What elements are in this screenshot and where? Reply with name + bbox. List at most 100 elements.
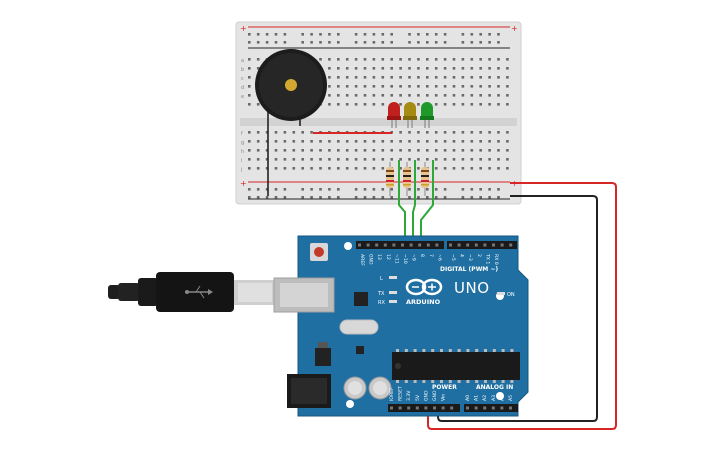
header-pin[interactable] [366,243,370,247]
arduino-uno-board[interactable]: L TX RX ON UNO ARDUINO DIGITAL (PWM ~) P… [273,235,529,417]
header-pin[interactable] [407,406,411,410]
header-pin[interactable] [457,243,461,247]
row-letter: g [241,140,244,146]
header-pin[interactable] [483,243,487,247]
piezo-buzzer[interactable] [255,49,327,121]
led-tx-label: TX [377,291,385,297]
power-label: POWER [432,384,457,391]
crystal-oscillator [339,319,379,335]
digital-pin-label: 8 [419,254,425,257]
header-pin[interactable] [383,243,387,247]
green-wire-2[interactable] [412,160,416,244]
breadboard-holes [248,33,509,199]
header-pin[interactable] [466,243,470,247]
atmega-chip [392,349,520,383]
analog-pin-label: A1 [474,395,480,401]
analog-pin-label: A2 [482,395,488,401]
header-pin[interactable] [441,406,445,410]
header-pin[interactable] [401,243,404,247]
usb-icon [185,285,213,299]
header-pin[interactable] [375,243,379,247]
header-pin[interactable] [426,243,430,247]
header-pin[interactable] [449,243,452,247]
green-wire-3[interactable] [420,160,434,244]
digital-pin-label: GND [368,254,374,265]
power-pin-label: GND [432,390,438,401]
digital-pin-label: TX 1 [484,253,490,264]
analog-in-label: ANALOG IN [476,384,513,391]
rail-plus-bottom: + [240,179,247,188]
header-pin[interactable] [424,406,428,410]
header-pin[interactable] [358,243,361,247]
header-pin[interactable] [483,406,487,410]
led-l-label: L [380,276,383,282]
header-pin[interactable] [500,243,504,247]
row-letter: i [241,158,242,164]
power-pin-label: Vin [441,394,447,401]
row-letter: a [241,58,244,64]
row-letter: j [240,167,242,173]
board-model-label: UNO [454,279,490,297]
header-pin[interactable] [474,406,478,410]
digital-pin-label: ~9 [411,254,417,261]
on-label: ON [507,292,515,298]
power-pin-label: GND [423,390,429,401]
usb-b-cable[interactable] [108,272,274,312]
header-pin[interactable] [509,406,512,410]
resistor-3[interactable] [421,162,429,196]
analog-pin-label: A5 [508,395,514,401]
red-power-wire[interactable] [427,182,617,430]
analog-pin-label: A4 [499,395,505,401]
header-pin[interactable] [390,406,393,410]
analog-pin-label: A3 [491,395,497,401]
row-letter: f [241,131,243,137]
red-led[interactable] [387,102,401,128]
header-pin[interactable] [409,243,413,247]
header-pin[interactable] [415,406,419,410]
header-pin[interactable] [398,406,402,410]
row-letter: e [241,94,244,100]
yellow-led[interactable] [403,102,417,128]
reset-button[interactable] [310,243,328,261]
brand-label: ARDUINO [406,298,441,306]
header-pin[interactable] [474,243,478,247]
arduino-infinity-logo [405,278,443,296]
usb-controller-chip [354,292,368,306]
header-pin[interactable] [433,406,436,410]
header-pin[interactable] [450,406,454,410]
row-letter: b [241,67,244,73]
green-wire-1[interactable] [398,160,406,244]
header-pin[interactable] [466,406,469,410]
black-ground-wire[interactable] [437,195,598,422]
digital-pin-label: 2 [476,254,482,257]
digital-pin-label: ~6 [436,254,442,261]
header-pin[interactable] [392,243,396,247]
digital-header-2 [447,241,517,249]
led-rx-label: RX [378,300,385,306]
resistor-1[interactable] [386,162,394,196]
digital-pin-label: 13 [376,254,382,260]
power-header [388,404,460,412]
power-pin-label: RESET [398,386,404,401]
header-pin[interactable] [492,243,495,247]
row-letter: c [241,76,244,82]
green-led[interactable] [420,102,434,128]
digital-pin-label: RX 0 [493,254,499,265]
digital-pin-label: 4 [459,254,465,257]
header-pin[interactable] [435,243,439,247]
row-letter: d [241,85,244,91]
header-pin[interactable] [509,243,513,247]
digital-header-1 [356,241,444,249]
header-pin[interactable] [418,243,422,247]
rail-plus-top: + [240,24,247,33]
digital-pwm-label: DIGITAL (PWM ~) [440,266,498,273]
rail-plus-top-right: + [511,24,518,33]
header-pin[interactable] [500,406,504,410]
header-pin[interactable] [491,406,495,410]
resistor-2[interactable] [403,162,411,196]
digital-pin-label: ~5 [450,254,456,261]
power-pin-label: 5V [415,394,421,401]
digital-pin-label: AREF [359,254,365,266]
digital-pin-label: ~3 [467,254,473,261]
digital-pin-label: ~11 [393,254,399,264]
